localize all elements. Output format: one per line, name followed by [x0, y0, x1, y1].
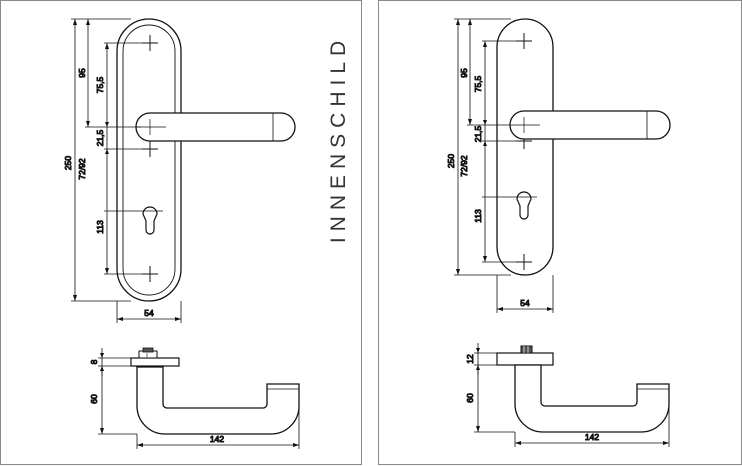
- innenschild-title: INNENSCHILD: [327, 34, 350, 244]
- dim-depth: 60: [465, 393, 475, 403]
- drawing-right: 250 95 75,5 21,5 72/92 113 54 12: [446, 18, 671, 447]
- escutcheon-plate: [116, 18, 182, 302]
- dimension-arrows: [73, 19, 181, 321]
- dim-length: 142: [585, 432, 599, 442]
- dim-width: 54: [520, 298, 530, 308]
- dim-thickness: 8: [89, 359, 99, 364]
- drawing-panel-left: 250 95 75,5 21,5 72/92 113 54: [0, 0, 362, 465]
- screw-mark-top: [142, 35, 158, 51]
- screw-mark-top: [516, 33, 532, 49]
- dimension-arrows: [456, 19, 553, 311]
- escutcheon-inner-outline: [122, 24, 176, 296]
- side-dimension-lines: [474, 343, 670, 447]
- screw-mark-mid: [142, 141, 158, 157]
- cylinder-keyhole: [516, 191, 532, 220]
- drawing-panel-right: 250 95 75,5 21,5 72/92 113 54 12: [378, 0, 742, 465]
- dim-width: 54: [144, 308, 154, 318]
- screw-mark-bottom: [142, 266, 158, 282]
- dim-length: 142: [210, 434, 224, 444]
- drawing-left: 250 95 75,5 21,5 72/92 113 54: [63, 18, 300, 449]
- dim-gap: 21,5: [95, 129, 105, 146]
- dim-lower: 113: [95, 220, 105, 234]
- side-view: [496, 345, 670, 433]
- dim-spacing: 72/92: [77, 158, 87, 180]
- escutcheon-plate: [496, 18, 554, 276]
- side-dimension-lines: [98, 348, 300, 449]
- dim-mid-upper: 75,5: [95, 76, 105, 93]
- dimension-lines: [454, 18, 554, 313]
- dim-upper: 95: [459, 68, 469, 78]
- dim-mid-upper: 75,5: [473, 75, 483, 92]
- dim-lower: 113: [473, 209, 483, 223]
- dim-total-height: 250: [63, 156, 73, 170]
- dim-depth: 60: [89, 394, 99, 404]
- side-view-lever: [514, 364, 670, 433]
- lever-handle: [509, 110, 671, 140]
- side-view-lever: [136, 366, 300, 435]
- side-view-plate: [130, 357, 180, 367]
- dim-upper: 95: [77, 68, 87, 78]
- side-view-plate: [496, 352, 554, 366]
- side-view: [130, 347, 300, 435]
- cylinder-keyhole: [142, 206, 158, 235]
- lever-handle: [135, 112, 296, 142]
- dim-total-height: 250: [446, 154, 456, 168]
- dim-thickness: 12: [465, 354, 475, 364]
- dim-gap: 21,5: [473, 125, 483, 142]
- dim-spacing: 72/92: [459, 155, 469, 177]
- screw-mark-bottom: [516, 254, 532, 270]
- dimension-lines: [71, 18, 182, 323]
